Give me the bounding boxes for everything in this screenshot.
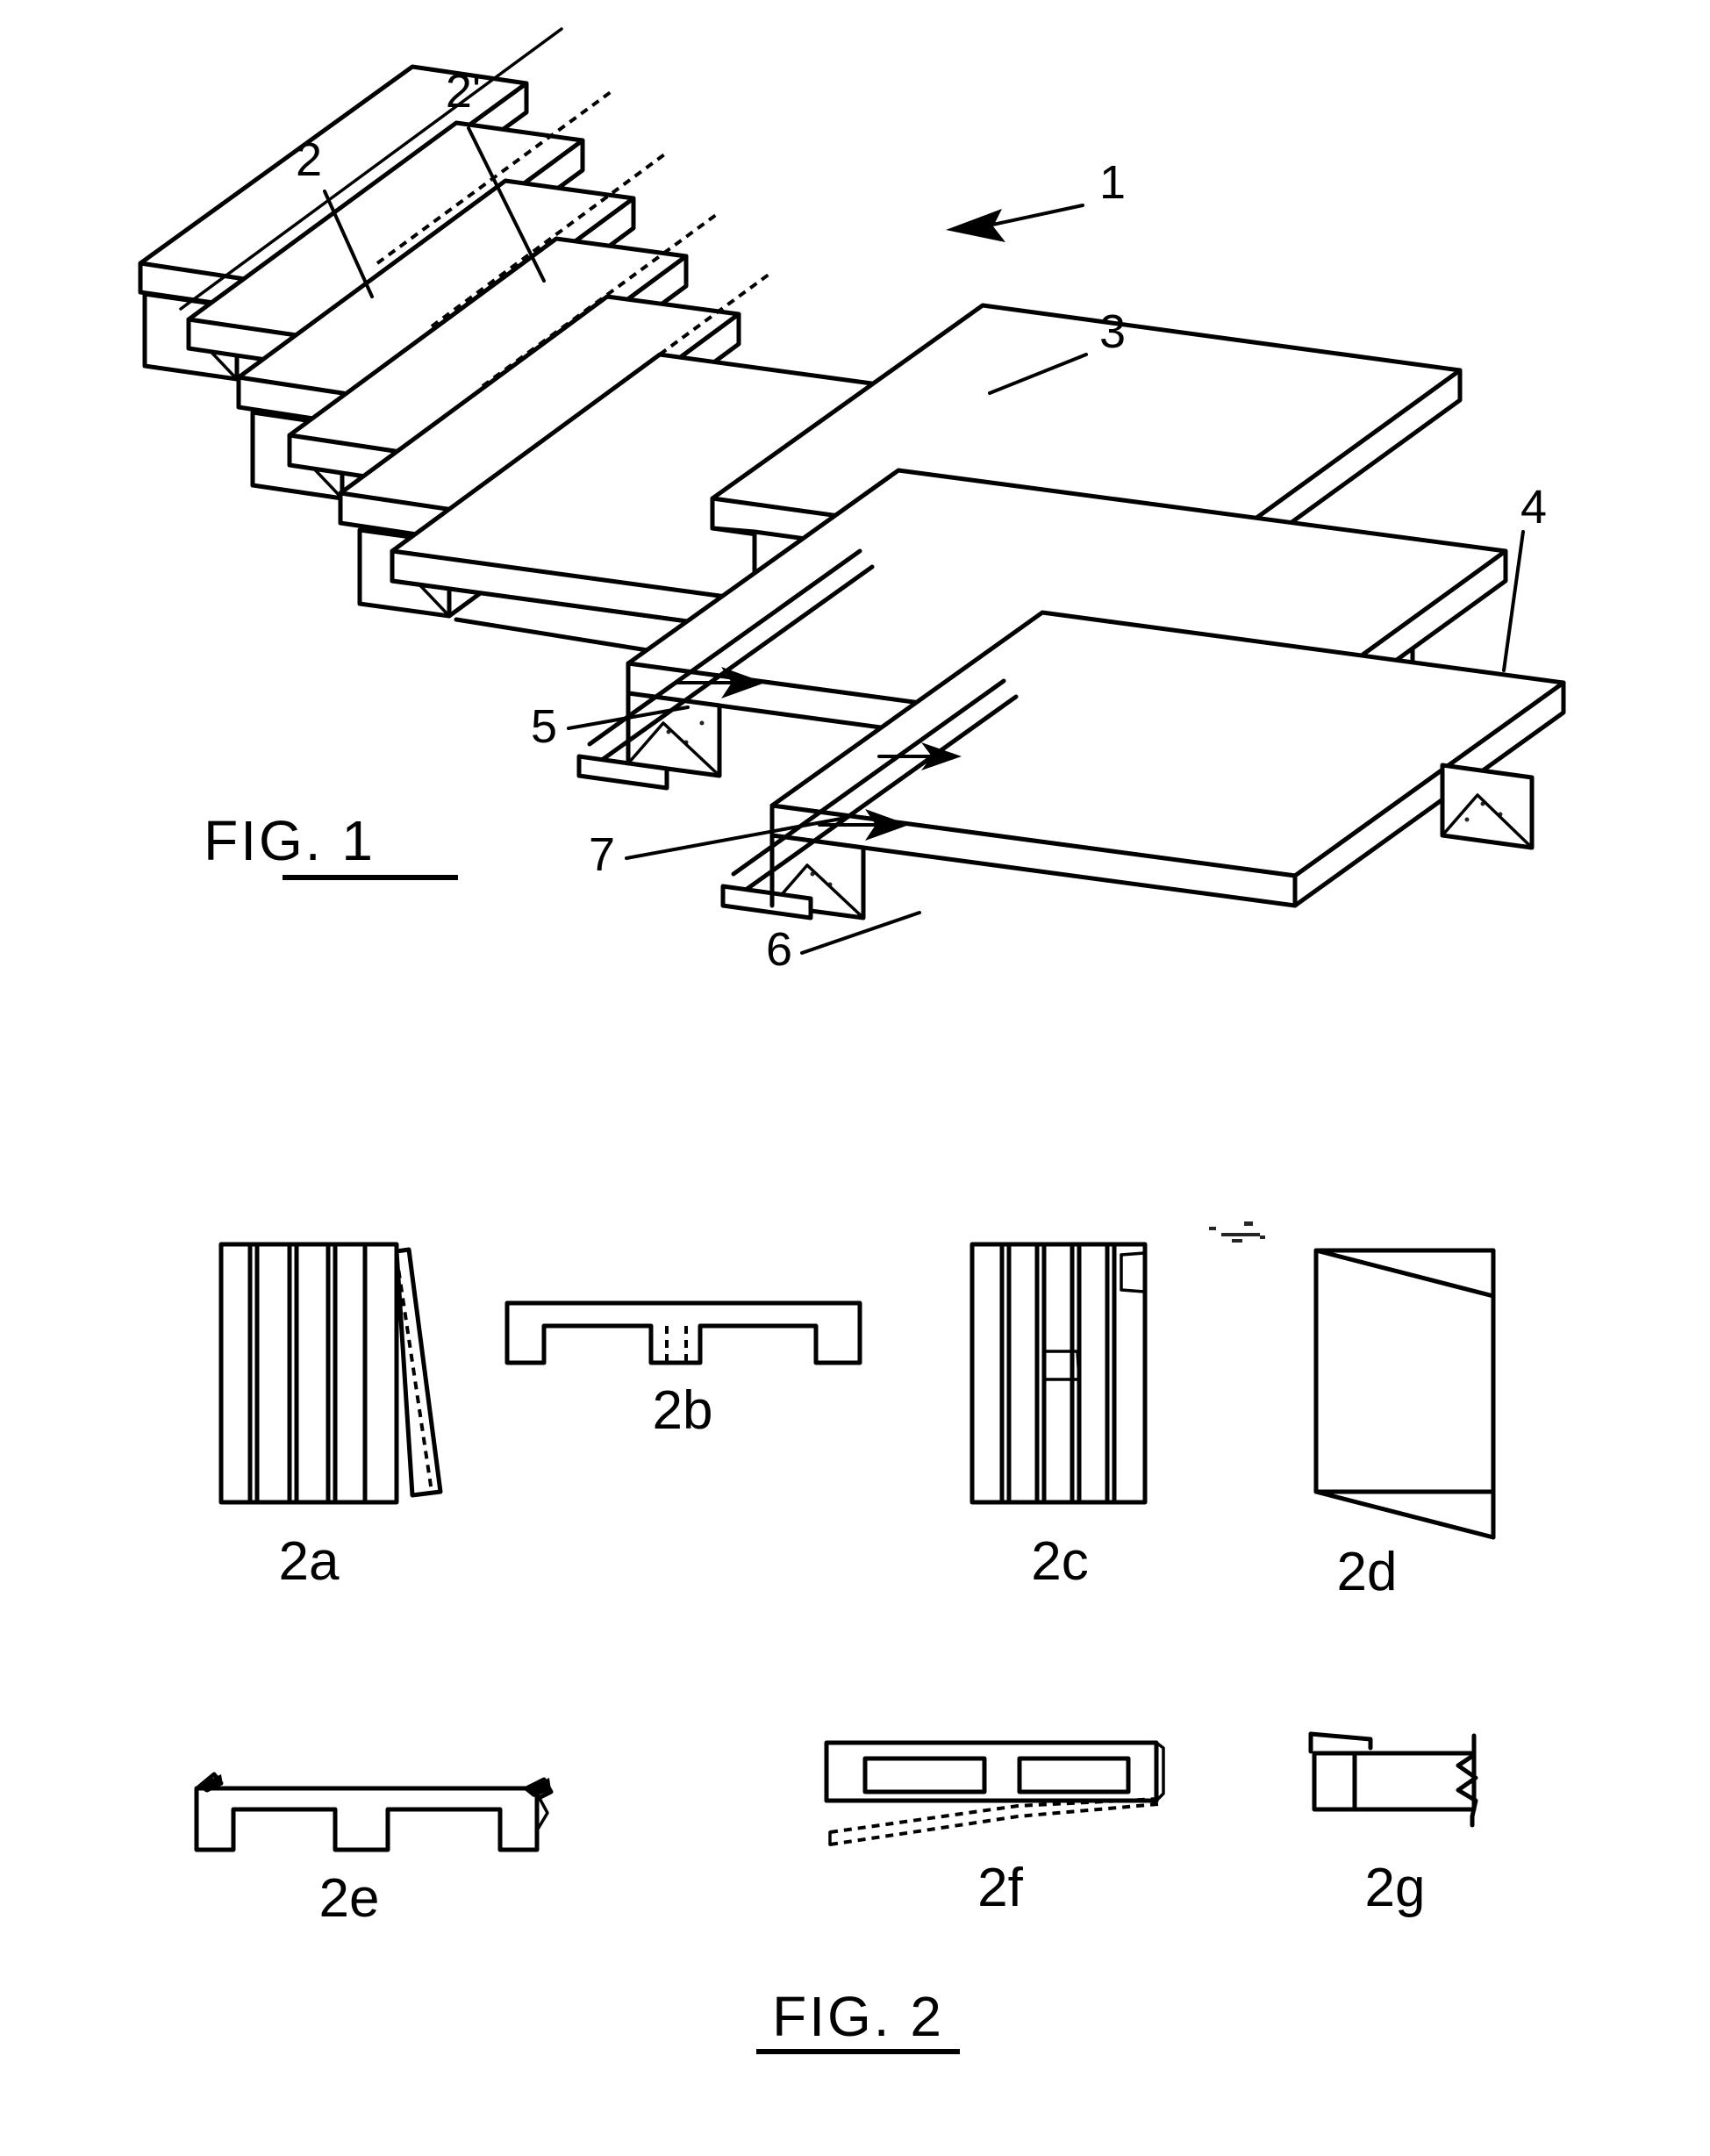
part-2d-label: 2d: [1337, 1542, 1398, 1602]
lower-front-stringer: [769, 610, 1566, 908]
figure-1-callouts: 2 2' 1 3 4 5 7 6: [296, 65, 1547, 976]
part-2d: 2d: [1209, 1221, 1496, 1602]
callout-7: 7: [589, 828, 615, 881]
figure-1-caption-text: FIG. 1: [204, 809, 376, 872]
stringer-arrow-7: [877, 742, 962, 770]
part-2e: 2e: [194, 1772, 554, 1929]
figure-1-caption: FIG. 1: [204, 809, 458, 880]
callout-2-prime: 2': [446, 65, 481, 118]
lower-pallet: [576, 303, 1566, 920]
part-2a-label: 2a: [279, 1531, 340, 1592]
part-2b: 2b: [504, 1300, 862, 1441]
callout-6: 6: [766, 923, 792, 976]
callout-3: 3: [1099, 305, 1126, 358]
part-2b-label: 2b: [653, 1380, 713, 1441]
figure-2-caption: FIG. 2: [756, 1985, 960, 2054]
callout-4: 4: [1520, 481, 1547, 534]
part-2f: 2f: [824, 1740, 1165, 1918]
figure-2-caption-text: FIG. 2: [772, 1985, 944, 2048]
callout-5: 5: [531, 700, 557, 753]
figure-2-group: 2a 2b 2c: [194, 1221, 1496, 2054]
part-2g-label: 2g: [1365, 1858, 1426, 1918]
part-2c: 2c: [969, 1242, 1148, 1592]
bottom-deck-boards-7: [576, 548, 1019, 920]
ink-smudge: [1209, 1221, 1265, 1243]
part-2c-label: 2c: [1031, 1531, 1088, 1592]
part-2e-label: 2e: [319, 1868, 380, 1929]
part-2f-label: 2f: [977, 1858, 1023, 1918]
callout-2: 2: [296, 133, 322, 186]
part-2g: 2g: [1308, 1731, 1478, 1918]
figure-1-group: 2 2' 1 3 4 5 7 6 FIG. 1: [138, 27, 1566, 976]
part-2a: 2a: [218, 1242, 443, 1592]
callout-1: 1: [1099, 156, 1126, 209]
lower-front-right-block: [1440, 763, 1535, 850]
